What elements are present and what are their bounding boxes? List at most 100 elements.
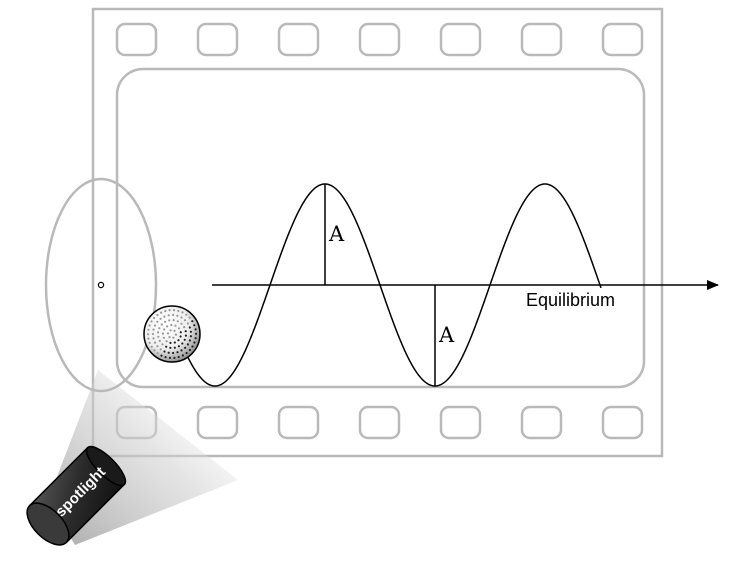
golf-ball-icon	[144, 306, 200, 362]
golf-ball-dimple	[186, 352, 188, 354]
golf-ball-dimple	[163, 337, 165, 339]
golf-ball-dimple	[174, 325, 176, 327]
golf-ball-dimple	[178, 345, 180, 347]
golf-ball-dimple	[173, 319, 175, 321]
golf-ball-dimple	[193, 341, 195, 343]
golf-ball-dimple	[161, 343, 163, 345]
golf-ball-dimple	[152, 333, 154, 335]
golf-ball-dimple	[157, 352, 159, 354]
golf-ball-dimple	[195, 337, 197, 339]
golf-ball-dimple	[180, 331, 182, 333]
golf-ball-dimple	[147, 333, 149, 335]
film-hole-top	[522, 24, 561, 55]
golf-ball-dimple	[184, 319, 186, 321]
golf-ball-dimple	[191, 345, 193, 347]
golf-ball-dimple	[169, 309, 171, 311]
film-hole-bottom	[279, 407, 318, 438]
golf-ball-dimple	[174, 347, 176, 349]
golf-ball-dimple	[164, 310, 166, 312]
golf-ball-dimple	[180, 323, 182, 325]
golf-ball-dimple	[163, 328, 165, 330]
golf-ball-dimple	[149, 324, 151, 326]
golf-ball-dimple	[170, 324, 172, 326]
golf-ball-dimple	[160, 312, 162, 314]
golf-ball-dimple	[152, 337, 154, 339]
amplitude-label-upper: A	[328, 222, 345, 246]
golf-ball-dimple	[178, 356, 180, 358]
golf-ball-dimple	[160, 355, 162, 357]
golf-ball-dimple	[175, 334, 177, 336]
film-hole-top	[198, 24, 237, 55]
golf-ball-dimple	[157, 336, 159, 338]
golf-ball-dimple	[173, 330, 175, 332]
amplitude-label-lower: A	[438, 323, 455, 347]
golf-ball-dimple	[183, 326, 185, 328]
golf-ball-dimple	[169, 357, 171, 359]
golf-ball-dimple	[153, 317, 155, 319]
film-holes-top	[117, 24, 642, 55]
golf-ball-dimple	[165, 356, 167, 358]
film-hole-top	[279, 24, 318, 55]
film-hole-top	[441, 24, 480, 55]
film-hole-bottom	[360, 407, 399, 438]
golf-ball-dimple	[184, 339, 186, 341]
golf-ball-dimple	[180, 335, 182, 337]
golf-ball-dimple	[165, 346, 167, 348]
golf-ball-dimple	[162, 333, 164, 335]
film-hole-bottom	[441, 407, 480, 438]
film-hole-top	[117, 24, 156, 55]
golf-ball-dimple	[190, 335, 192, 337]
golf-ball-dimple	[149, 342, 151, 344]
golf-ball-dimple	[180, 349, 182, 351]
golf-ball-dimple	[147, 329, 149, 331]
golf-ball-dimple	[169, 347, 171, 349]
golf-ball-dimple	[184, 347, 186, 349]
golf-ball-dimple	[189, 349, 191, 351]
golf-ball-dimple	[166, 325, 168, 327]
golf-ball-dimple	[181, 342, 183, 344]
golf-ball-dimple	[191, 320, 193, 322]
golf-ball-dimple	[164, 321, 166, 323]
film-hole-top	[603, 24, 642, 55]
golf-ball-dimple	[167, 332, 169, 334]
golf-ball-dimple	[189, 317, 191, 319]
golf-ball-dimple	[172, 314, 174, 316]
golf-ball-dimple	[176, 315, 178, 317]
equilibrium-label: Equilibrium	[526, 290, 615, 310]
golf-ball-dimple	[158, 327, 160, 329]
golf-ball-dimple	[154, 342, 156, 344]
golf-ball-dimple	[185, 330, 187, 332]
golf-ball-dimple	[170, 329, 172, 331]
golf-ball-dimple	[156, 345, 158, 347]
golf-ball-dimple	[173, 357, 175, 359]
golf-ball-dimple	[168, 319, 170, 321]
golf-ball-dimple	[163, 350, 165, 352]
golf-ball-dimple	[159, 340, 161, 342]
golf-ball-dimple	[160, 348, 162, 350]
golf-ball-dimple	[190, 331, 192, 333]
golf-ball-dimple	[187, 343, 189, 345]
golf-ball-dimple	[161, 323, 163, 325]
golf-ball-dimple	[177, 320, 179, 322]
golf-ball-dimple	[178, 327, 180, 329]
golf-ball-dimple	[156, 321, 158, 323]
golf-ball-dimple	[176, 351, 178, 353]
golf-ball-dimple	[147, 338, 149, 340]
golf-ball-dimple	[189, 339, 191, 341]
golf-ball-dimple	[173, 309, 175, 311]
golf-ball-dimple	[163, 316, 165, 318]
golf-ball-dimple	[152, 329, 154, 331]
golf-ball-dimple	[181, 311, 183, 313]
golf-ball-dimple	[189, 326, 191, 328]
film-hole-bottom	[603, 407, 642, 438]
film-holes-bottom	[117, 407, 642, 438]
golf-ball-dimple	[195, 333, 197, 335]
golf-ball-dimple	[154, 324, 156, 326]
spotlight-focus-point	[98, 282, 103, 287]
golf-ball-dimple	[169, 342, 171, 344]
golf-ball-dimple	[177, 310, 179, 312]
golf-ball-dimple	[185, 314, 187, 316]
film-hole-bottom	[522, 407, 561, 438]
golf-ball-dimple	[193, 324, 195, 326]
